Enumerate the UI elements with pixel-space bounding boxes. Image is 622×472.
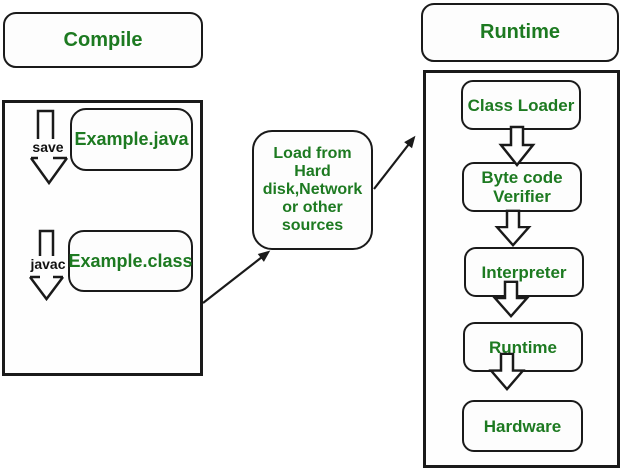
interpreter-box: Interpreter bbox=[464, 247, 584, 297]
compile-header-box: Compile bbox=[3, 12, 203, 68]
interpreter-label: Interpreter bbox=[481, 262, 567, 282]
hardware-label: Hardware bbox=[483, 416, 562, 436]
down-block-arrow-icon bbox=[29, 229, 64, 302]
runtime-header-label: Runtime bbox=[480, 21, 560, 43]
runtime-header-box: Runtime bbox=[421, 3, 619, 62]
load-sources-line: sources bbox=[281, 217, 344, 234]
load-sources-line: Load from bbox=[273, 145, 352, 162]
example-java-box: Example.java bbox=[70, 108, 193, 171]
hardware-box: Hardware bbox=[462, 400, 583, 452]
example-class-box: Example.class bbox=[68, 230, 193, 292]
down-block-arrow-icon bbox=[494, 209, 532, 248]
load-sources-line: Hard bbox=[294, 163, 331, 180]
load-sources-box: Load from Hard disk,Network or other sou… bbox=[252, 130, 373, 250]
save-arrow: save bbox=[28, 108, 69, 186]
load-sources-line: disk,Network bbox=[262, 181, 363, 198]
down-block-arrow-icon bbox=[29, 109, 69, 186]
byte-code-verifier-label: Byte code Verifier bbox=[481, 168, 563, 206]
down-block-arrow-icon bbox=[488, 352, 526, 392]
save-arrow-label: save bbox=[32, 139, 64, 155]
runtime-stage-label: Runtime bbox=[489, 337, 557, 357]
down-block-arrow-icon bbox=[498, 125, 536, 168]
class-loader-box: Class Loader bbox=[461, 80, 581, 130]
example-class-label: Example.class bbox=[68, 250, 193, 271]
example-java-label: Example.java bbox=[74, 129, 189, 149]
arrow-compile-to-load-icon bbox=[202, 250, 271, 304]
javac-arrow: javac bbox=[28, 228, 68, 302]
arrow-load-to-runtime-icon bbox=[373, 135, 416, 190]
javac-arrow-label: javac bbox=[30, 256, 66, 272]
down-block-arrow-icon bbox=[492, 280, 530, 319]
load-sources-line: or other bbox=[282, 199, 343, 216]
byte-code-verifier-box: Byte code Verifier bbox=[462, 162, 582, 212]
class-loader-label: Class Loader bbox=[467, 95, 575, 115]
compile-header-label: Compile bbox=[63, 28, 143, 51]
